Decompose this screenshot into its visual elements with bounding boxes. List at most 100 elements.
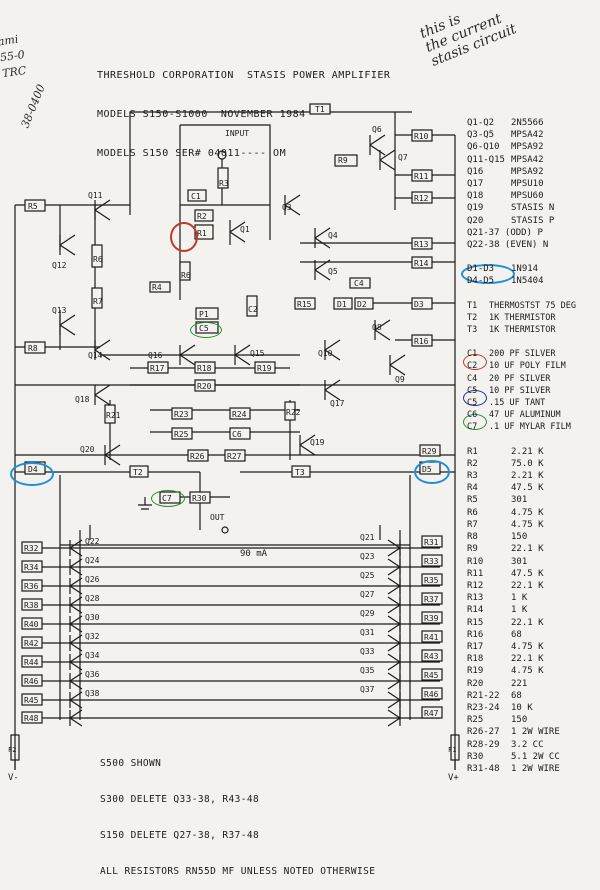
svg-text:R37: R37	[424, 595, 439, 604]
svg-text:R21: R21	[106, 411, 121, 420]
svg-text:D2: D2	[357, 300, 367, 309]
svg-text:R10: R10	[414, 132, 429, 141]
blue-circle-c5-list	[463, 390, 487, 406]
svg-text:R36: R36	[24, 582, 39, 591]
input-label: INPUT	[225, 129, 249, 138]
svg-text:Q17: Q17	[330, 399, 345, 408]
emitter-resistors-right	[421, 535, 443, 719]
svg-text:C4: C4	[354, 279, 364, 288]
output-transistors-left	[69, 539, 83, 727]
list-item: Q22-38 (EVEN) N	[467, 240, 549, 251]
svg-text:Q31: Q31	[360, 628, 375, 637]
blue-circle-d5	[414, 460, 450, 484]
svg-text:Q6: Q6	[372, 125, 382, 134]
svg-text:R9: R9	[338, 156, 348, 165]
svg-text:Q10: Q10	[318, 349, 333, 358]
svg-text:R27: R27	[227, 452, 242, 461]
svg-text:R22: R22	[286, 408, 301, 417]
svg-text:R4: R4	[152, 283, 162, 292]
svg-text:R35: R35	[424, 576, 439, 585]
svg-text:T2: T2	[133, 468, 143, 477]
svg-text:Q7: Q7	[398, 153, 408, 162]
vminus-label: V-	[8, 773, 19, 783]
svg-text:R14: R14	[414, 259, 429, 268]
svg-text:R41: R41	[424, 633, 439, 642]
svg-text:R47: R47	[424, 709, 439, 718]
emitter-resistors-left	[21, 541, 43, 724]
note-line: S500 SHOWN	[100, 758, 162, 769]
svg-text:Q18: Q18	[75, 395, 90, 404]
svg-text:Q3: Q3	[282, 203, 292, 212]
svg-text:Q9: Q9	[395, 375, 405, 384]
green-circle-c7	[151, 490, 185, 507]
svg-text:Q22: Q22	[85, 537, 100, 546]
note-line: ALL RESISTORS RN55D MF UNLESS NOTED OTHE…	[100, 866, 376, 877]
svg-text:R38: R38	[24, 601, 39, 610]
svg-text:R24: R24	[232, 410, 247, 419]
list-item: C5.15 UF TANT	[467, 398, 546, 409]
svg-text:D1: D1	[337, 300, 347, 309]
svg-text:R45: R45	[424, 671, 439, 680]
svg-text:Q13: Q13	[52, 306, 67, 315]
red-circle-r2	[170, 222, 198, 252]
svg-text:Q14: Q14	[88, 351, 103, 360]
list-item: C7.1 UF MYLAR FILM	[467, 422, 571, 433]
svg-text:R16: R16	[414, 337, 429, 346]
svg-text:R30: R30	[192, 494, 207, 503]
svg-text:R39: R39	[424, 614, 439, 623]
schematic-header: THRESHOLD CORPORATION STASIS POWER AMPLI…	[97, 43, 390, 173]
svg-text:R34: R34	[24, 563, 39, 572]
svg-text:C1: C1	[191, 192, 201, 201]
svg-text:Q15: Q15	[250, 349, 265, 358]
svg-text:Q32: Q32	[85, 632, 100, 641]
emitter-resistor-labels: R32 R34 R36 R38 R40 R42 R44 R46 R45 R48 …	[24, 538, 439, 723]
svg-text:F1: F1	[448, 746, 456, 754]
svg-text:R7: R7	[93, 297, 103, 306]
svg-text:R33: R33	[424, 557, 439, 566]
svg-text:Q5: Q5	[328, 267, 338, 276]
svg-text:Q11: Q11	[88, 191, 103, 200]
output-transistor-labels: Q22 Q24 Q26 Q28 Q30 Q32 Q34 Q36 Q38 Q21 …	[85, 533, 375, 698]
svg-text:Q24: Q24	[85, 556, 100, 565]
svg-text:Q26: Q26	[85, 575, 100, 584]
header-title: THRESHOLD CORPORATION STASIS POWER AMPLI…	[97, 70, 391, 81]
list-item: Q21-37 (ODD) P	[467, 227, 543, 238]
svg-text:R40: R40	[24, 620, 39, 629]
svg-text:R26: R26	[190, 452, 205, 461]
green-circle-c7-list	[463, 414, 487, 430]
svg-text:R6: R6	[93, 255, 103, 264]
svg-text:Q38: Q38	[85, 689, 100, 698]
svg-text:T3: T3	[295, 468, 305, 477]
svg-text:R45: R45	[24, 696, 39, 705]
svg-text:R3: R3	[219, 179, 229, 188]
svg-text:Q29: Q29	[360, 609, 375, 618]
svg-text:Q12: Q12	[52, 261, 67, 270]
svg-text:R20: R20	[197, 382, 212, 391]
svg-text:Q35: Q35	[360, 666, 375, 675]
